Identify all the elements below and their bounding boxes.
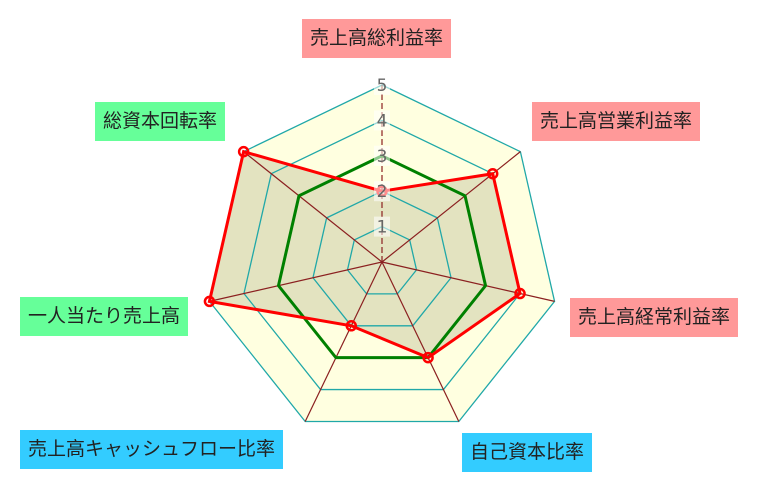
spoke-6 [243, 151, 383, 263]
tick-label: 4 [377, 111, 388, 131]
series-1-area [209, 151, 521, 358]
spoke-5 [209, 261, 383, 302]
tick-bg-2 [374, 181, 390, 202]
spoke-2 [381, 261, 555, 302]
tick-label: 2 [377, 182, 388, 202]
axis-label: 売上高総利益率 [302, 19, 452, 58]
series-1-point-2 [514, 287, 526, 300]
spoke-3 [381, 261, 460, 422]
series-1-point-3 [422, 351, 434, 364]
axis-label: 売上高経常利益率 [570, 298, 739, 337]
grid-ring-1 [346, 225, 418, 295]
series-1-point-4 [345, 320, 358, 332]
series-1-point-5 [203, 295, 216, 308]
tick-label: 1 [377, 218, 388, 238]
tick-bg-5 [374, 75, 390, 95]
spoke-1 [381, 151, 521, 263]
series-0-line [276, 154, 488, 360]
axis-label: 総資本回転率 [95, 102, 226, 141]
tick-label: 5 [377, 76, 388, 96]
tick-label: 3 [377, 147, 388, 167]
axis-label: 売上高営業利益率 [532, 102, 701, 141]
series-1-point-6 [237, 145, 250, 158]
tick-bg-4 [374, 110, 390, 131]
tick-bg-3 [374, 145, 390, 166]
grid-ring-2 [312, 190, 452, 327]
axis-label: 自己資本比率 [462, 433, 593, 472]
axis-label: 売上高キャッシュフロー比率 [20, 430, 284, 469]
series-1-point-1 [486, 167, 499, 180]
tick-bg-1 [374, 216, 390, 237]
axis-label: 一人当たり売上高 [20, 297, 189, 336]
spoke-4 [304, 261, 383, 422]
series-1-line [207, 149, 522, 360]
